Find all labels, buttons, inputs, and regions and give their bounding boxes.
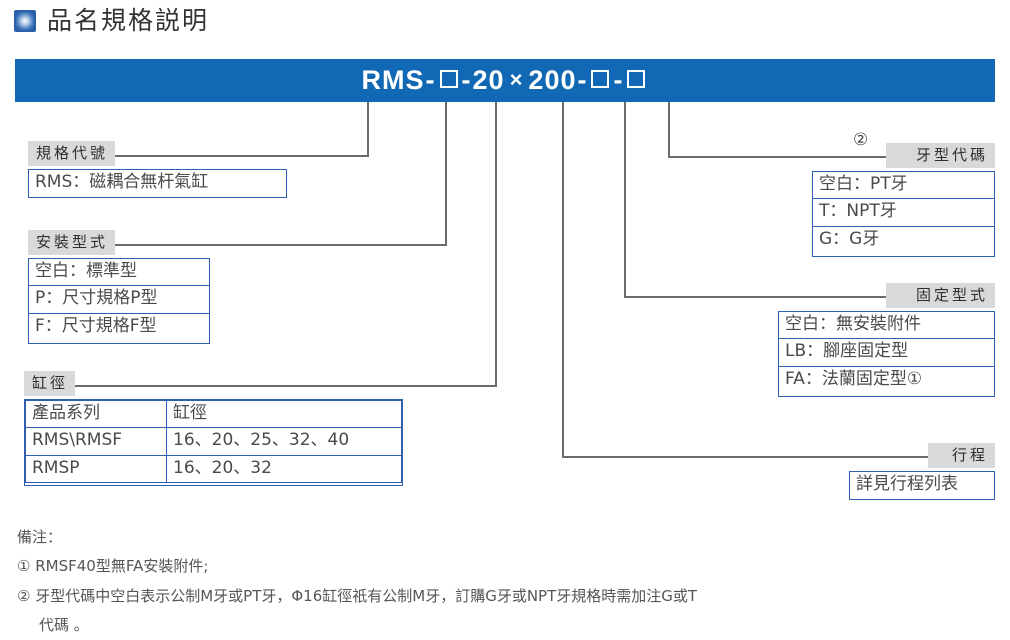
spec-code-row-1: RMS：磁耦合無杆氣缸 <box>35 172 209 192</box>
box-mounting-type: 空白：標準型 P：尺寸規格P型 F：尺寸規格F型 <box>28 258 210 344</box>
bore-row2-values: 16、20、32 <box>166 454 402 484</box>
table-row: RMSP 16、20、32 <box>25 454 402 484</box>
label-thread-code: 牙型代碼 <box>886 143 995 168</box>
stroke-row-1: 詳見行程列表 <box>856 474 958 494</box>
leader-hline-fixing <box>624 296 912 298</box>
leader-vline-thread <box>668 102 670 157</box>
bore-row1-values: 16、20、25、32、40 <box>166 427 402 456</box>
footnotes: 備注： ① RMSF40型無FA安裝附件; ② 牙型代碼中空白表示公制M牙或PT… <box>17 523 977 640</box>
code-part-rms: RMS <box>361 65 425 95</box>
blue-square-bullet-icon <box>14 9 36 32</box>
note-mark-2-thread: ② <box>853 130 869 150</box>
box-fixing-type: 空白：無安裝附件 LB：腳座固定型 FA：法蘭固定型① <box>778 311 995 397</box>
code-dash-4: - <box>613 65 624 95</box>
leader-hline-stroke <box>562 456 930 458</box>
fixing-type-row-1: 空白：無安裝附件 <box>785 314 921 334</box>
mounting-type-row-2: P：尺寸規格P型 <box>29 285 209 312</box>
thread-code-row-3: G：G牙 <box>813 225 994 253</box>
thread-code-row-2: T：NPT牙 <box>813 198 994 225</box>
box-thread-code: 空白：PT牙 T：NPT牙 G：G牙 <box>812 171 995 257</box>
label-spec-code: 規格代號 <box>28 141 116 166</box>
code-placeholder-box-3 <box>627 69 646 88</box>
mounting-type-row-1: 空白：標準型 <box>35 261 137 281</box>
fixing-type-row-2: LB：腳座固定型 <box>779 338 994 365</box>
label-stroke: 行程 <box>928 443 995 468</box>
table-bore: 產品系列 缸徑 RMS\RMSF 16、20、25、32、40 RMSP 16、… <box>24 399 403 486</box>
leader-vline-bore <box>495 102 497 386</box>
bore-row2-series: RMSP <box>25 454 167 484</box>
model-code: RMS - - 20 × 200 - - <box>15 59 995 102</box>
table-row-header: 產品系列 缸徑 <box>25 399 402 429</box>
leader-hline-mounting <box>100 244 447 246</box>
leader-vline-mounting <box>445 102 447 245</box>
page-title-row: 品名規格説明 <box>14 8 209 33</box>
code-stroke: 200 <box>528 65 577 95</box>
box-stroke: 詳見行程列表 <box>849 471 995 500</box>
leader-vline-spec-code <box>367 102 369 156</box>
bore-row1-series: RMS\RMSF <box>25 427 167 456</box>
fixing-type-row-3: FA：法蘭固定型① <box>779 365 994 393</box>
label-mounting-type: 安裝型式 <box>28 230 116 255</box>
label-fixing-type: 固定型式 <box>886 283 995 308</box>
code-placeholder-box-2 <box>591 69 610 88</box>
leader-hline-bore <box>72 385 497 387</box>
leader-hline-spec-code <box>100 155 369 157</box>
label-bore: 缸徑 <box>24 371 76 396</box>
model-code-banner: RMS - - 20 × 200 - - <box>15 59 995 102</box>
mounting-type-row-3: F：尺寸規格F型 <box>29 312 209 340</box>
code-times-symbol: × <box>509 66 524 92</box>
footnote-item-2: ② 牙型代碼中空白表示公制M牙或PT牙，Φ16缸徑祇有公制M牙，訂購G牙或NPT… <box>17 586 698 605</box>
code-dash-2: - <box>461 65 472 95</box>
leader-vline-stroke <box>562 102 564 457</box>
table-row: RMS\RMSF 16、20、25、32、40 <box>25 427 402 456</box>
code-bore: 20 <box>472 65 505 95</box>
page-title: 品名規格説明 <box>47 6 210 35</box>
box-spec-code: RMS：磁耦合無杆氣缸 <box>28 169 287 198</box>
bore-header-bore: 缸徑 <box>166 399 402 429</box>
code-dash-3: - <box>577 65 588 95</box>
leader-hline-thread <box>668 156 890 158</box>
thread-code-row-1: 空白：PT牙 <box>819 174 908 194</box>
footnote-item-1: ① RMSF40型無FA安裝附件; <box>17 557 209 576</box>
footnotes-heading: 備注： <box>17 528 63 546</box>
footnote-item-2-cont: 代碼 。 <box>39 615 89 634</box>
code-dash-1: - <box>425 65 436 95</box>
bore-header-series: 產品系列 <box>25 399 167 429</box>
code-placeholder-box-1 <box>439 69 458 88</box>
leader-vline-fixing <box>624 102 626 297</box>
